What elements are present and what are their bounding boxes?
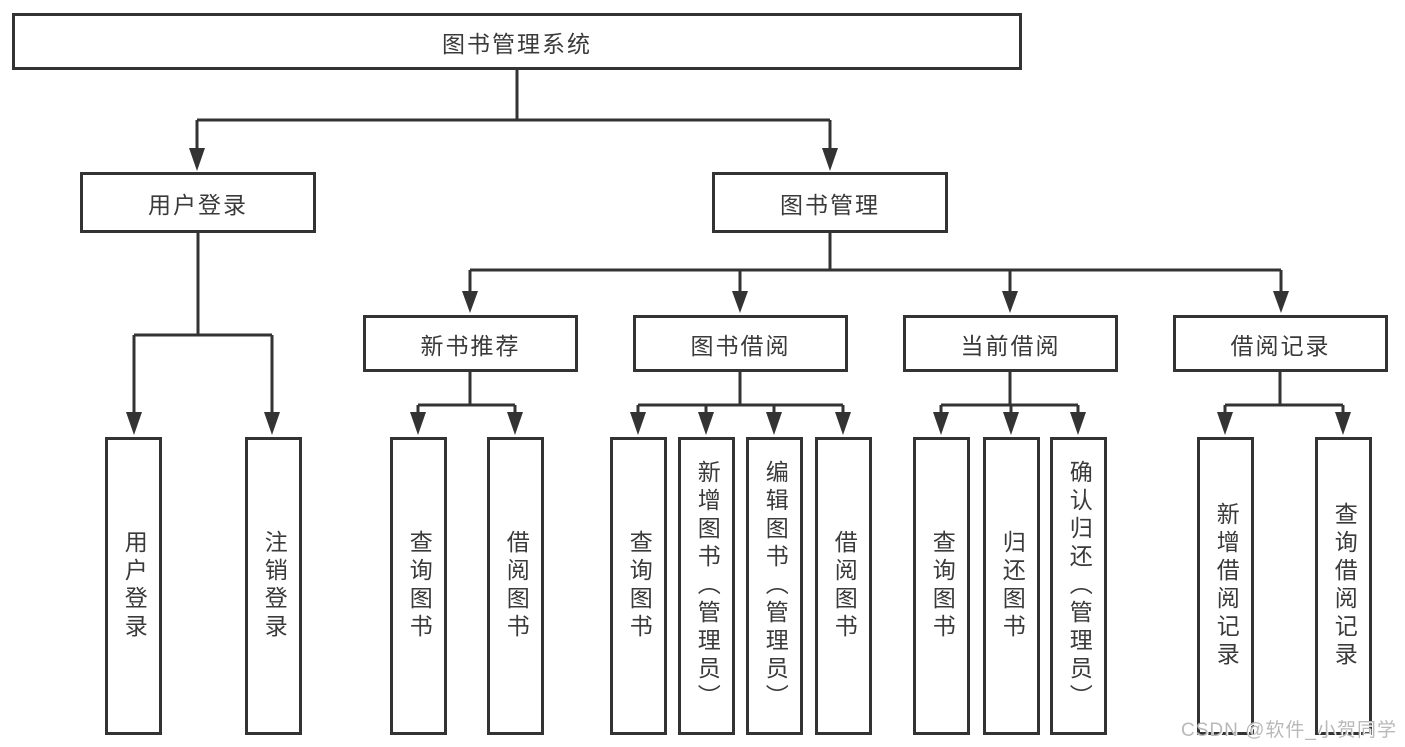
node-book-borrow: 图书借阅 xyxy=(633,315,848,372)
node-user-login: 用户登录 xyxy=(80,172,316,233)
leaf-recommend-query-books: 查询图书 xyxy=(390,437,447,735)
leaf-current-confirm-return-admin: 确认归还（管理员） xyxy=(1050,437,1107,735)
leaf-borrow-edit-books-admin: 编辑图书（管理员） xyxy=(746,437,803,735)
leaf-borrow-query-books: 查询图书 xyxy=(610,437,667,735)
node-book-management: 图书管理 xyxy=(712,172,948,233)
leaf-user-login: 用户登录 xyxy=(105,437,162,735)
node-new-book-recommend: 新书推荐 xyxy=(363,315,578,372)
leaf-logout: 注销登录 xyxy=(245,437,302,735)
leaf-borrow-borrow-books: 借阅图书 xyxy=(815,437,872,735)
leaf-recommend-borrow-books: 借阅图书 xyxy=(487,437,544,735)
node-borrow-records: 借阅记录 xyxy=(1173,315,1388,372)
leaf-records-query-record: 查询借阅记录 xyxy=(1315,437,1372,735)
node-root-library-system: 图书管理系统 xyxy=(12,13,1022,70)
csdn-watermark: CSDN @软件_小贺同学 xyxy=(1181,720,1397,741)
leaf-current-query-books: 查询图书 xyxy=(913,437,970,735)
leaf-records-add-record: 新增借阅记录 xyxy=(1197,437,1254,735)
node-current-borrow: 当前借阅 xyxy=(903,315,1118,372)
leaf-current-return-books: 归还图书 xyxy=(983,437,1040,735)
leaf-borrow-add-books-admin: 新增图书（管理员） xyxy=(678,437,735,735)
